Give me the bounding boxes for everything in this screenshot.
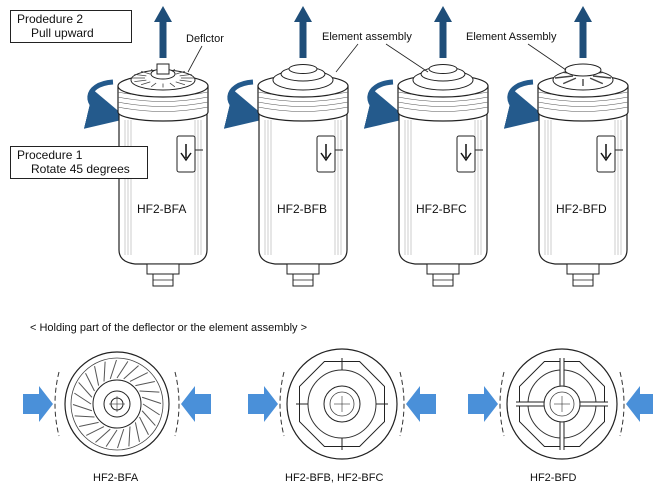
- pull-up-arrow-icon: [154, 6, 172, 58]
- callout-deflector: Deflctor: [186, 33, 224, 45]
- callout-element-assembly: Element assembly: [322, 31, 412, 43]
- rotate-arrow-icon: [503, 79, 548, 129]
- press-arrow-right-icon: [626, 386, 653, 422]
- press-arrow-left-icon: [23, 386, 53, 422]
- leader-element-assembly: [335, 43, 359, 73]
- leader-element-assembly-2: [385, 43, 429, 73]
- caption-bfd: HF2-BFD: [530, 472, 577, 484]
- valve-block-icon: [456, 135, 483, 173]
- caption-bfb-bfc: HF2-BFB, HF2-BFC: [285, 472, 384, 484]
- press-arrow-left-icon: [468, 386, 498, 422]
- procedure-1-text: Rotate 45 degrees: [31, 162, 130, 176]
- holding-part-bfd: [468, 348, 653, 460]
- model-label-bfa: HF2-BFA: [137, 202, 187, 216]
- rotate-arrow-icon: [83, 79, 128, 129]
- leader-element-assembly-cap: [527, 43, 567, 71]
- callout-element-assembly-cap: Element Assembly: [466, 31, 557, 43]
- filter-bfb: [223, 6, 349, 287]
- holding-part-bfa: [23, 351, 211, 457]
- valve-block-icon: [596, 135, 623, 173]
- drain-neck: [566, 263, 600, 275]
- drain-neck: [426, 263, 460, 275]
- press-arrow-right-icon: [406, 386, 436, 422]
- filter-row: [83, 6, 629, 287]
- pull-up-arrow-icon: [294, 6, 312, 58]
- rotate-arrow-icon: [223, 79, 268, 129]
- filter-bfa: [83, 6, 209, 287]
- holding-parts-row: [23, 348, 653, 460]
- procedure-2-label: Prodedure 2 Pull upward: [10, 10, 132, 43]
- valve-block-icon: [176, 135, 203, 173]
- filter-bfd: [503, 6, 629, 287]
- holding-part-bfb-bfc: [248, 348, 436, 460]
- press-arrow-left-icon: [248, 386, 278, 422]
- drain-neck: [286, 263, 320, 275]
- filter-bowl: [538, 111, 628, 265]
- valve-block-icon: [316, 135, 343, 173]
- press-arrow-right-icon: [181, 386, 211, 422]
- caption-bfa: HF2-BFA: [93, 472, 139, 484]
- rotate-arrow-icon: [363, 79, 408, 129]
- section-title: < Holding part of the deflector or the e…: [30, 322, 307, 334]
- procedure-2-text: Pull upward: [31, 26, 94, 40]
- model-label-bfd: HF2-BFD: [556, 202, 607, 216]
- pull-up-arrow-icon: [574, 6, 592, 58]
- pull-up-arrow-icon: [434, 6, 452, 58]
- filter-bowl: [258, 111, 348, 265]
- drain-neck: [146, 263, 180, 275]
- procedure-2-title: Prodedure 2: [17, 12, 84, 26]
- leader-deflector: [187, 45, 203, 73]
- filter-bowl: [398, 111, 488, 265]
- procedure-1-label: Procedure 1 Rotate 45 degrees: [10, 146, 148, 179]
- model-label-bfb: HF2-BFB: [277, 202, 328, 216]
- filter-bfc: [363, 6, 489, 287]
- filter-bowl: [118, 111, 208, 265]
- model-label-bfc: HF2-BFC: [416, 202, 467, 216]
- procedure-1-title: Procedure 1: [17, 148, 83, 162]
